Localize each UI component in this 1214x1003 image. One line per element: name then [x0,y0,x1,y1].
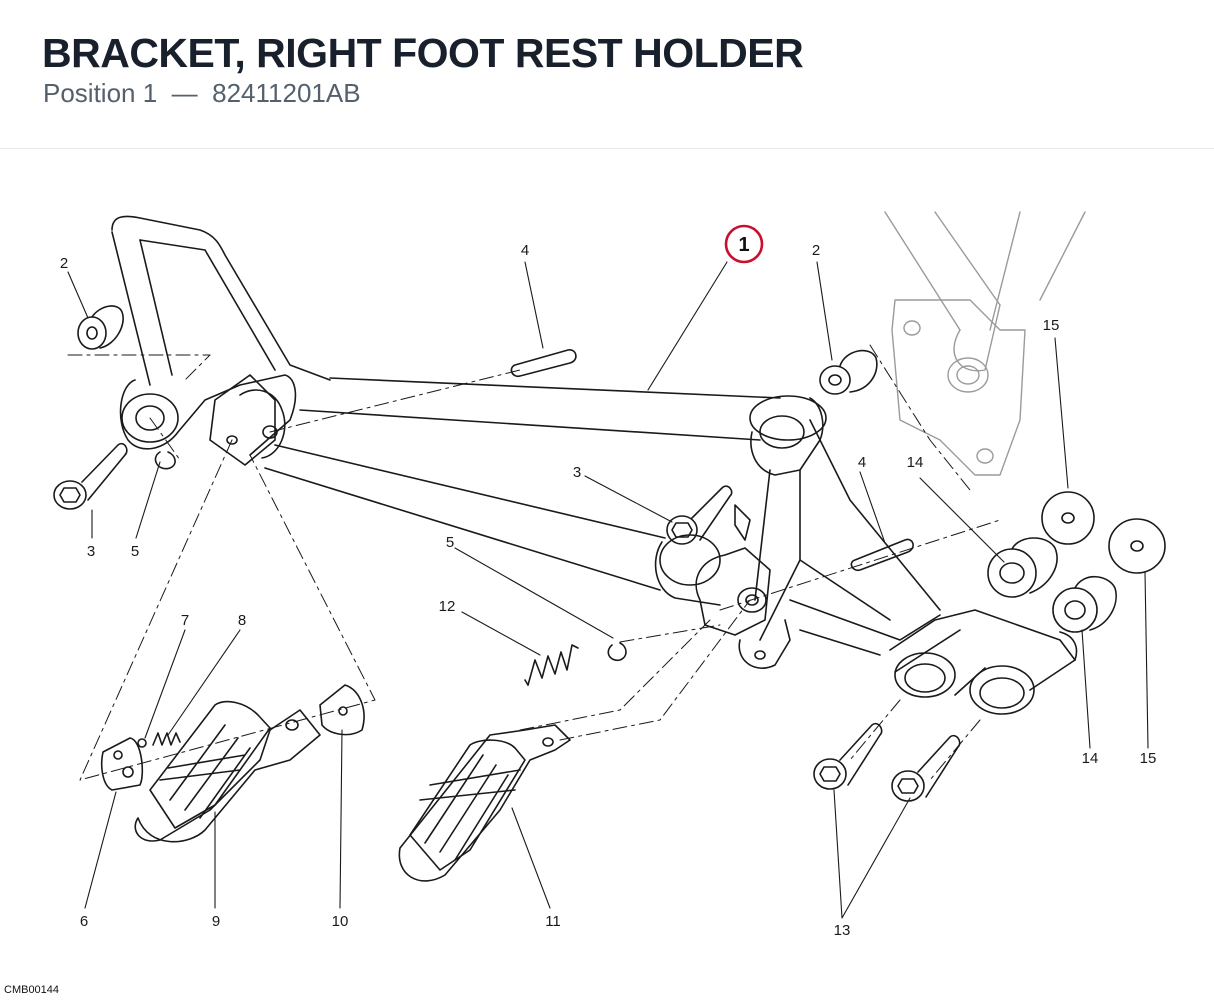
callout-8: 8 [238,612,246,629]
callout-2-right: 2 [812,242,820,259]
hardware-parts [53,305,1166,882]
subtitle-separator: — [171,78,198,108]
callout-11: 11 [545,913,561,930]
drawing-code: CMB00144 [4,984,60,996]
highlight-ring [724,224,764,264]
callout-14-top: 14 [907,454,924,471]
page-header: BRACKET, RIGHT FOOT REST HOLDER Position… [0,0,1214,149]
frame-section [884,211,1086,476]
callout-2-left: 2 [60,255,68,272]
callout-14-bottom: 14 [1082,750,1099,767]
callout-5-mid: 5 [446,534,454,551]
callout-12: 12 [439,598,456,615]
callout-6: 6 [80,913,88,930]
callout-1: 1 [738,234,749,256]
assembly-lines [67,344,1001,781]
leader-lines [67,261,1149,919]
callout-3-left: 3 [87,543,95,560]
callout-5-left: 5 [131,543,139,560]
page-subtitle: Position 1 — 82411201AB [43,78,361,109]
bracket-main [111,215,1078,715]
position-label: Position 1 [43,78,158,108]
callout-4-right: 4 [858,454,866,471]
callout-3-mid: 3 [573,464,581,481]
page-title: BRACKET, RIGHT FOOT REST HOLDER [42,30,804,76]
callout-4-top: 4 [521,242,529,259]
callout-13: 13 [834,922,851,939]
part-number: 82411201AB [212,78,361,108]
callout-15-top: 15 [1043,317,1060,334]
callout-10: 10 [332,913,349,930]
callout-15-bottom: 15 [1140,750,1157,767]
exploded-parts-diagram: 1 2 4 2 15 3 4 14 3 5 5 12 7 8 6 9 10 11… [53,211,1166,939]
callout-7: 7 [181,612,189,629]
callout-9: 9 [212,913,220,930]
